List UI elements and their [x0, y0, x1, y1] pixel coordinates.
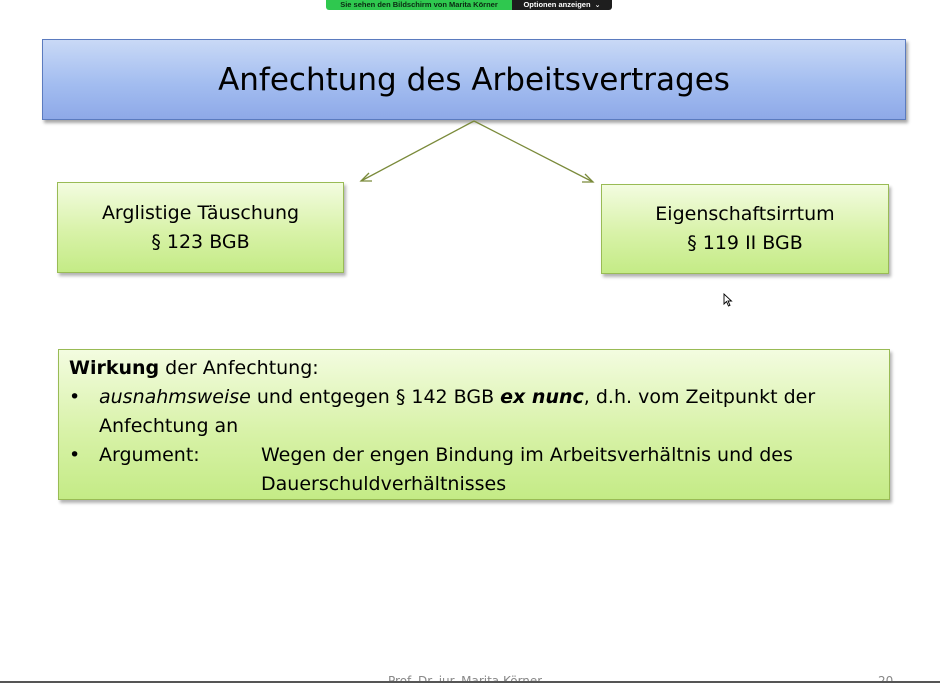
- mouse-cursor-icon: [723, 293, 733, 307]
- bullet-1-text1: und entgegen § 142 BGB: [250, 386, 501, 408]
- slide-title-box: Anfechtung des Arbeitsvertrages: [42, 39, 906, 120]
- error-box: Eigenschaftsirrtum § 119 II BGB: [601, 184, 889, 274]
- fraud-title: Arglistige Täuschung: [101, 201, 300, 224]
- arrow-left: [360, 120, 475, 182]
- view-options-button[interactable]: Optionen anzeigen ⌄: [512, 0, 612, 10]
- argument-label: Argument:: [99, 444, 200, 466]
- chevron-down-icon: ⌄: [594, 2, 601, 9]
- error-paragraph: § 119 II BGB: [687, 232, 803, 254]
- bullet-1-italic: ausnahmsweise: [99, 386, 251, 408]
- bullet-1-text2: , d.h. vom Zeitpunkt der Anfechtung an: [99, 386, 816, 437]
- share-status-text: Sie sehen den Bildschirm von Marita Körn…: [326, 0, 512, 10]
- effect-heading: Wirkung der Anfechtung:: [69, 354, 879, 383]
- effect-heading-bold: Wirkung: [69, 357, 160, 379]
- screen-share-bar: Sie sehen den Bildschirm von Marita Körn…: [326, 0, 612, 10]
- bullet-dot: •: [69, 386, 81, 408]
- effect-bullet-2: • Argument: Wegen der engen Bindung im A…: [69, 441, 879, 499]
- effect-box: Wirkung der Anfechtung: • ausnahmsweise …: [58, 349, 890, 500]
- view-options-label: Optionen anzeigen: [523, 0, 591, 9]
- effect-heading-rest: der Anfechtung:: [159, 357, 319, 379]
- bullet-dot: •: [69, 444, 81, 466]
- argument-text: Wegen der engen Bindung im Arbeitsverhäl…: [261, 444, 793, 495]
- slide-title: Anfechtung des Arbeitsvertrages: [218, 61, 730, 98]
- slide-page-number: 20: [878, 674, 894, 681]
- fraud-box: Arglistige Täuschung § 123 BGB: [57, 182, 344, 273]
- arrow-right: [473, 120, 594, 183]
- slide-footer-author: Prof. Dr. iur. Marita Körner: [388, 674, 543, 681]
- arrow-right-head: [582, 173, 595, 183]
- error-title: Eigenschaftsirrtum: [655, 203, 835, 225]
- bullet-1-bold-italic: ex nunc: [500, 386, 584, 408]
- effect-bullet-1: • ausnahmsweise und entgegen § 142 BGB e…: [69, 383, 879, 441]
- bottom-edge: [0, 681, 940, 683]
- arrow-left-head: [359, 172, 372, 182]
- fraud-paragraph: § 123 BGB: [151, 230, 250, 253]
